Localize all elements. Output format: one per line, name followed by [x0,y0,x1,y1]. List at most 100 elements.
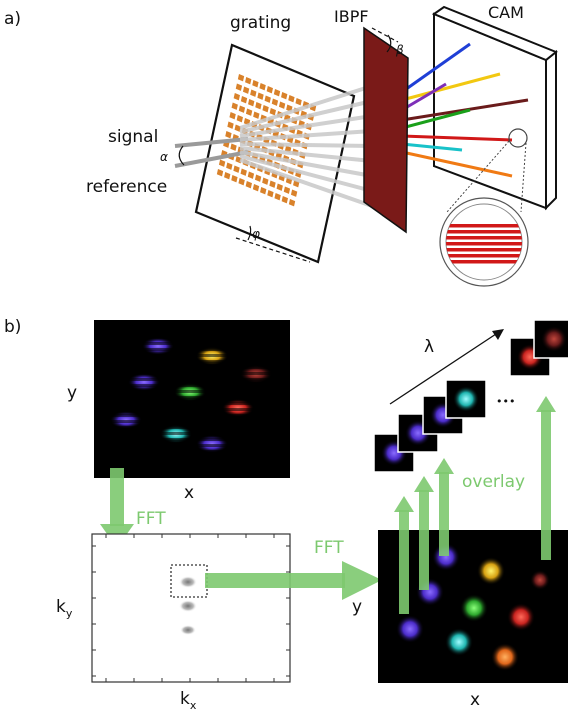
filtered-beam [401,108,471,130]
grating-cell [271,98,279,106]
ibpf-filter [363,26,409,234]
result-y-label: y [352,597,362,617]
kx-label: kx [180,689,197,712]
overlay-arrow-shaft [419,490,429,590]
image-y-label: y [67,383,77,403]
diffracted-beam [239,114,373,138]
grating-cell [274,193,281,201]
grating-cell [262,177,269,185]
diffracted-beams [239,84,373,208]
ibpf-label: IBPF [334,7,369,26]
result-spot [460,594,488,622]
grating-cell [231,102,238,110]
camera-spot-fringes [222,399,254,417]
camera-spot-fringes [110,411,142,429]
grating-cell [254,174,262,182]
signal-label: signal [108,127,158,147]
camera-spot-fringes [128,373,160,391]
grating-cell [238,178,245,186]
grating-cell [250,89,257,97]
grating-cell [242,86,250,94]
panel-a-label: a) [4,9,21,29]
diffracted-beam [239,154,373,193]
fft-label-1: FFT [136,509,166,529]
grating-cell [240,96,248,104]
result-spot [477,557,505,585]
beta-reference-line [371,27,399,43]
grating-cell [269,108,276,116]
grating-cell [253,111,260,119]
grating-cell [227,121,234,129]
result-x-label: x [470,690,480,710]
grating-cell [262,105,269,113]
grating-cell [252,184,260,192]
diffracted-beam [239,99,373,134]
grating-cell [237,74,245,82]
grating-cell [273,89,281,97]
thumbnail-spot [453,386,479,412]
grating-cell [290,189,298,197]
grating-cell [283,186,291,194]
result-spot [491,643,519,671]
fringe-zoom [439,197,529,287]
diffracted-beam [239,129,373,142]
grating [194,43,356,264]
grating-cell [245,181,252,189]
diffracted-beam [239,146,373,163]
camera-spot-fringes [240,365,272,383]
grating-cell [231,175,238,183]
grating-cell [225,131,232,139]
diffracted-beam [239,150,373,178]
filtered-beam [401,142,463,152]
fringe-stripe [446,248,522,252]
camera-spot-fringes [174,383,206,401]
fringe-stripe [446,224,522,228]
thumbnail-spot [541,326,567,352]
lambda-symbol: λ [424,337,434,357]
camera [431,5,558,211]
grating-cell [245,77,252,85]
ky-label: ky [56,597,73,620]
overlay-arrow-shaft [399,510,409,614]
overlay-arrows [394,396,556,614]
grating-cell [245,108,253,116]
grating-cell [269,180,276,188]
grating-cell [233,165,240,173]
grating-cell [257,92,264,100]
overlay-arrow-head [434,458,454,474]
grating-cell [276,183,283,191]
grating-cell [255,102,262,110]
filtered-beam [401,150,513,178]
grating-cell [281,92,288,100]
zoom-line-right [520,142,527,213]
result-spot [445,628,473,656]
camera-spot-fringes [196,435,228,453]
grating-cell [295,98,302,106]
result-image [378,530,568,683]
filtered-beams [401,42,529,178]
overlay-arrow-shaft [439,472,449,556]
overlay-arrow-shaft [541,410,551,560]
diffracted-beam [239,158,373,208]
grating-cell [266,86,273,94]
fringe-stripe [446,260,522,264]
k-space-plot [91,533,291,683]
grating-cell [288,199,296,207]
result-spot [530,570,550,590]
grating-cell [238,105,246,113]
phi-reference-line [235,237,311,263]
grating-cell [259,83,266,91]
beta-symbol: β [395,43,404,57]
fft-label-2: FFT [314,538,344,558]
phi-symbol: φ [252,227,260,241]
filtered-beam [401,134,513,142]
spectral-thumbnails [373,319,568,473]
grating-cell [260,187,267,195]
grating-cell [226,162,233,170]
camera-spot-fringes [142,337,174,355]
grating-cell [229,112,236,120]
fft-arrow-right [205,561,382,600]
grating-cell [288,95,295,103]
camera-label: CAM [488,3,524,22]
